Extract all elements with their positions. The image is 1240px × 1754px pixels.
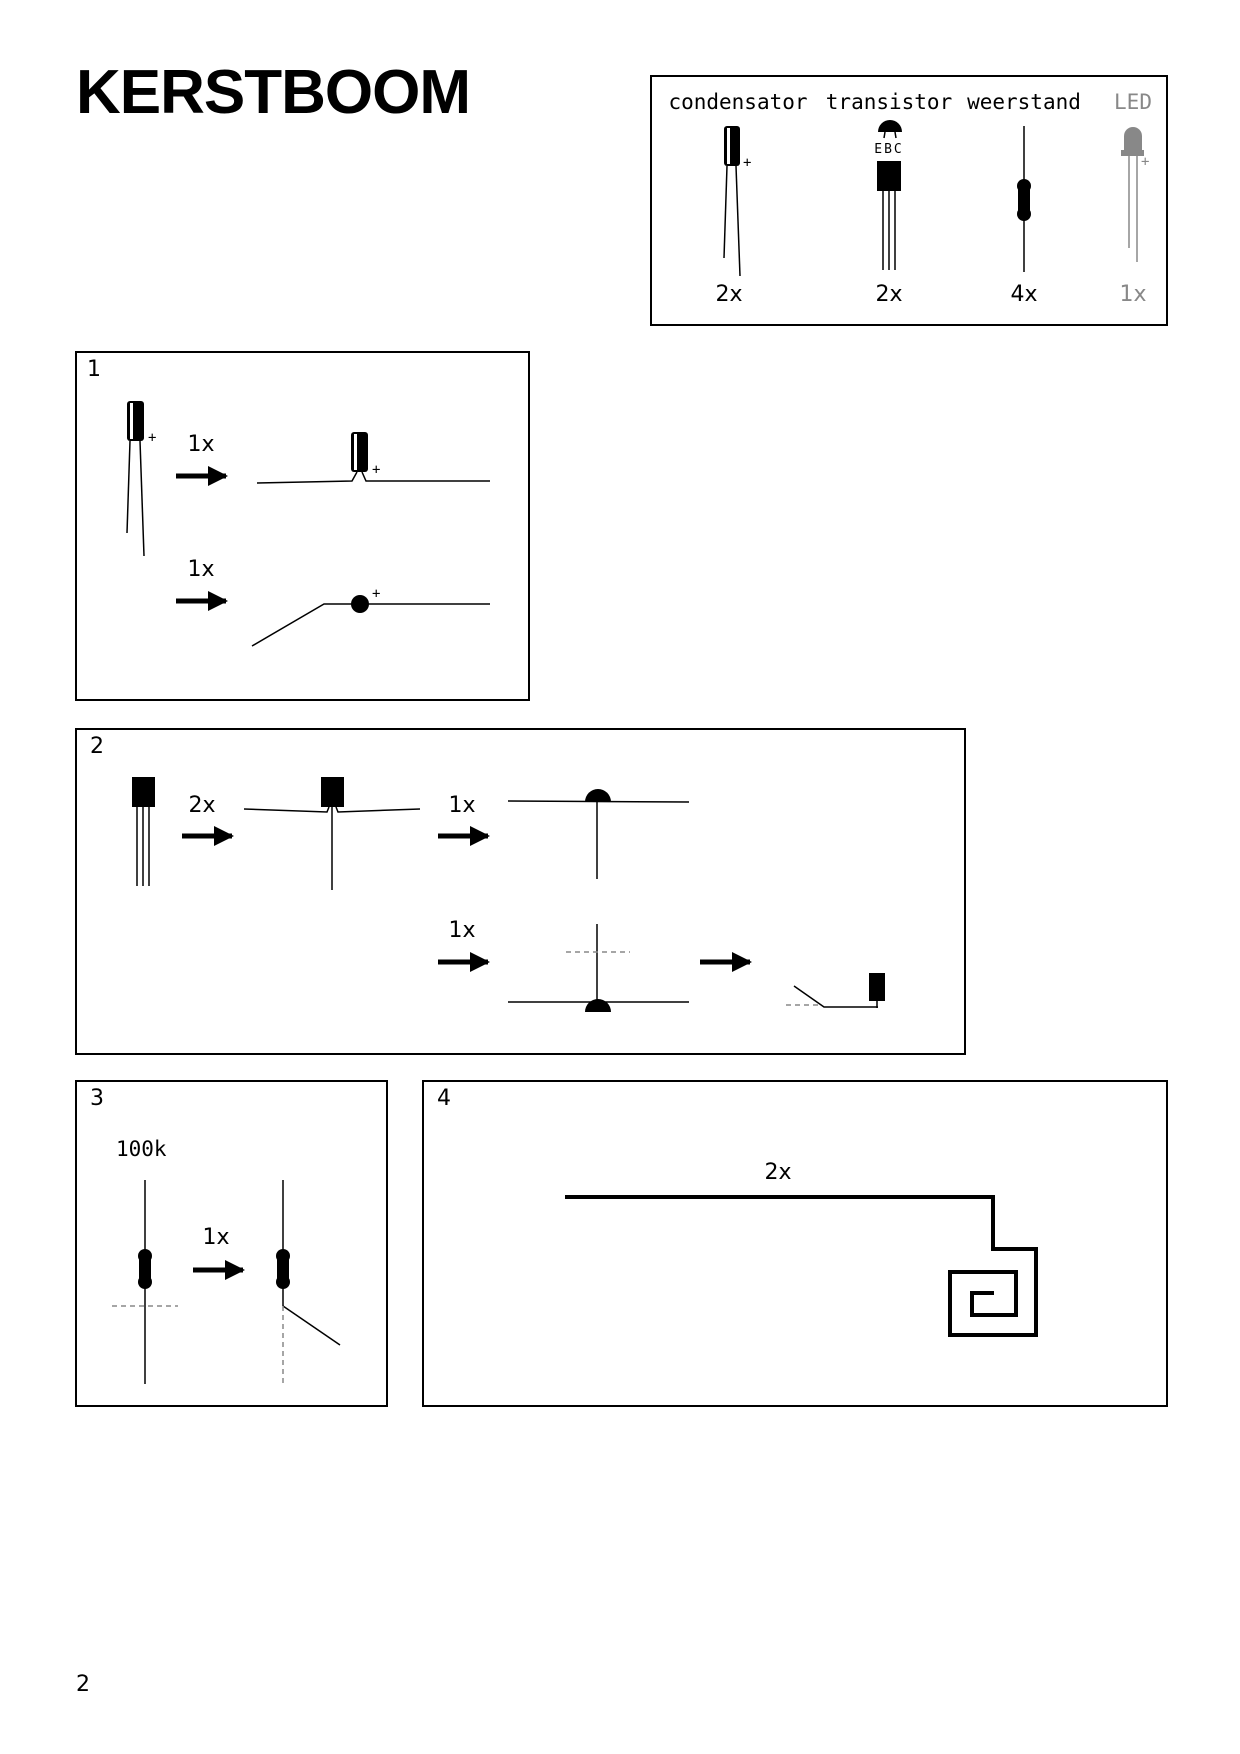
page-number: 2 — [76, 1672, 90, 1697]
step-number: 1 — [87, 357, 101, 382]
transistor-top-view-icon — [507, 789, 690, 879]
capacitor-icon: + — [723, 126, 751, 277]
part-weerstand: weerstand 4x — [967, 90, 1081, 307]
step-qty-label: 2x — [188, 793, 215, 818]
svg-text:+: + — [743, 155, 751, 171]
step-qty-label: 1x — [187, 432, 214, 457]
svg-text:+: + — [372, 586, 380, 602]
part-count-weerstand: 4x — [1010, 282, 1037, 307]
resistor-icon — [112, 1180, 178, 1384]
led-icon: + — [1121, 127, 1149, 262]
part-label-led: LED — [1114, 90, 1152, 114]
part-label-condensator: condensator — [668, 90, 807, 114]
resistor-bent-icon — [276, 1180, 341, 1384]
step-qty-label: 1x — [448, 918, 475, 943]
part-led: LED + 1x — [1114, 90, 1152, 307]
step-3-panel: 3 100k 1x — [75, 1080, 388, 1407]
step-4-panel: 4 2x — [422, 1080, 1168, 1407]
step-number: 2 — [90, 734, 104, 759]
part-count-led: 1x — [1119, 282, 1146, 307]
step-1-panel: 1 + 1x + 1x + — [75, 351, 530, 701]
step-qty-label: 1x — [448, 793, 475, 818]
part-count-transistor: 2x — [875, 282, 902, 307]
step-qty-label: 2x — [764, 1160, 791, 1185]
transistor-icon — [132, 777, 155, 886]
resistor-icon — [1017, 126, 1031, 272]
part-count-condensator: 2x — [715, 282, 742, 307]
part-label-weerstand: weerstand — [967, 90, 1081, 114]
transistor-pin-labels: EBC — [874, 142, 903, 157]
resistor-value-label: 100k — [116, 1137, 167, 1161]
capacitor-icon: + — [126, 401, 156, 557]
capacitor-top-view-icon: + — [251, 586, 490, 647]
step-number: 4 — [437, 1086, 451, 1111]
svg-text:+: + — [372, 462, 380, 478]
wire-spiral-icon — [565, 1195, 1038, 1337]
step-2-panel: 2 2x 1x 1x — [75, 728, 966, 1055]
step-qty-label: 1x — [187, 557, 214, 582]
step-qty-label: 1x — [202, 1225, 229, 1250]
part-transistor: transistor EBC 2x — [826, 90, 952, 307]
capacitor-bent-legs-icon: + — [256, 432, 490, 484]
transistor-icon: EBC — [874, 120, 903, 270]
step-number: 3 — [90, 1086, 104, 1111]
transistor-bent-legs-icon — [243, 777, 421, 890]
part-condensator: condensator + 2x — [668, 90, 807, 307]
transistor-side-view-icon — [786, 973, 885, 1008]
parts-legend: condensator + 2x transistor EBC — [650, 75, 1168, 326]
svg-text:+: + — [1141, 154, 1149, 170]
part-label-transistor: transistor — [826, 90, 952, 114]
transistor-folded-icon — [508, 924, 689, 1012]
page-title: KERSTBOOM — [76, 58, 471, 127]
svg-text:+: + — [148, 430, 156, 446]
